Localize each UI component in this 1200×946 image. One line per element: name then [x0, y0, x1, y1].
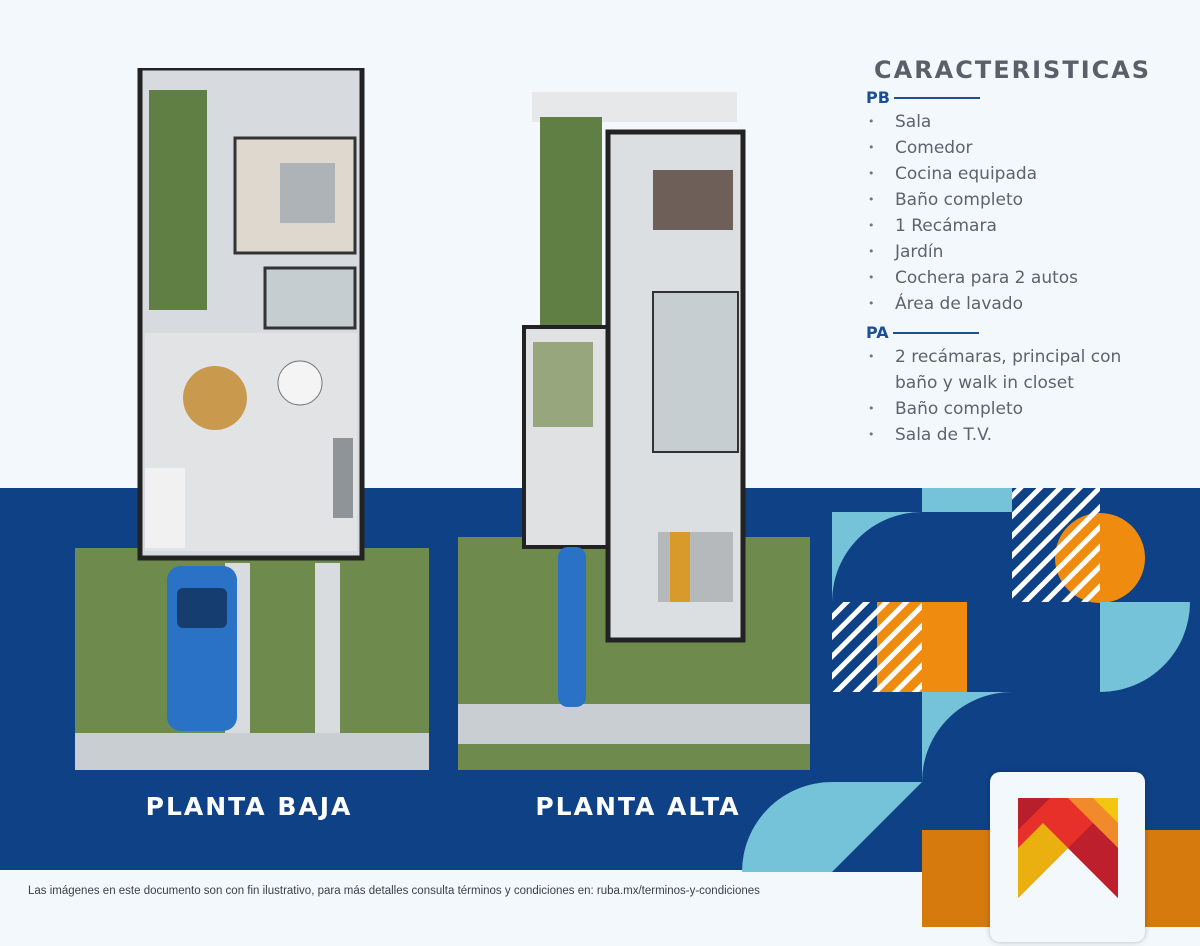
list-item: Baño completo: [866, 187, 1186, 213]
features-title: CARACTERISTICAS: [874, 56, 1152, 84]
divider: [893, 96, 980, 99]
section-pb-heading: PB: [866, 88, 1186, 107]
list-item: baño y walk in closet: [895, 373, 1074, 393]
list-item: Cocina equipada: [866, 161, 1186, 187]
list-item: Jardín: [866, 239, 1186, 265]
section-pa-heading: PA: [866, 323, 1186, 342]
list-item: 1 Recámara: [866, 213, 1186, 239]
pb-feature-list: Sala Comedor Cocina equipada Baño comple…: [866, 109, 1186, 317]
pa-feature-list: 2 recámaras, principal con baño y walk i…: [866, 344, 1186, 448]
features-panel: CARACTERISTICAS PB Sala Comedor Cocina e…: [866, 56, 1186, 448]
divider: [892, 331, 979, 334]
disclaimer-text: Las imágenes en este documento son con f…: [28, 885, 760, 897]
list-item: Comedor: [866, 135, 1186, 161]
floor-plan-planta-baja: [75, 68, 429, 772]
section-label: PA: [866, 323, 889, 342]
list-item: Sala de T.V.: [866, 422, 1186, 448]
plan-label-planta-alta: PLANTA ALTA: [535, 792, 741, 821]
section-label: PB: [866, 88, 890, 107]
ruba-logo-icon: [1018, 798, 1118, 898]
list-item: Baño completo: [866, 396, 1186, 422]
plan-label-planta-baja: PLANTA BAJA: [145, 792, 353, 821]
floor-plan-planta-alta: [458, 92, 812, 772]
decorative-pattern: [742, 488, 1200, 927]
list-item: 2 recámaras, principal con: [866, 344, 1186, 370]
ruba-logo-card: [990, 772, 1145, 942]
list-item: Área de lavado: [866, 291, 1186, 317]
list-item: Sala: [866, 109, 1186, 135]
list-item: Cochera para 2 autos: [866, 265, 1186, 291]
